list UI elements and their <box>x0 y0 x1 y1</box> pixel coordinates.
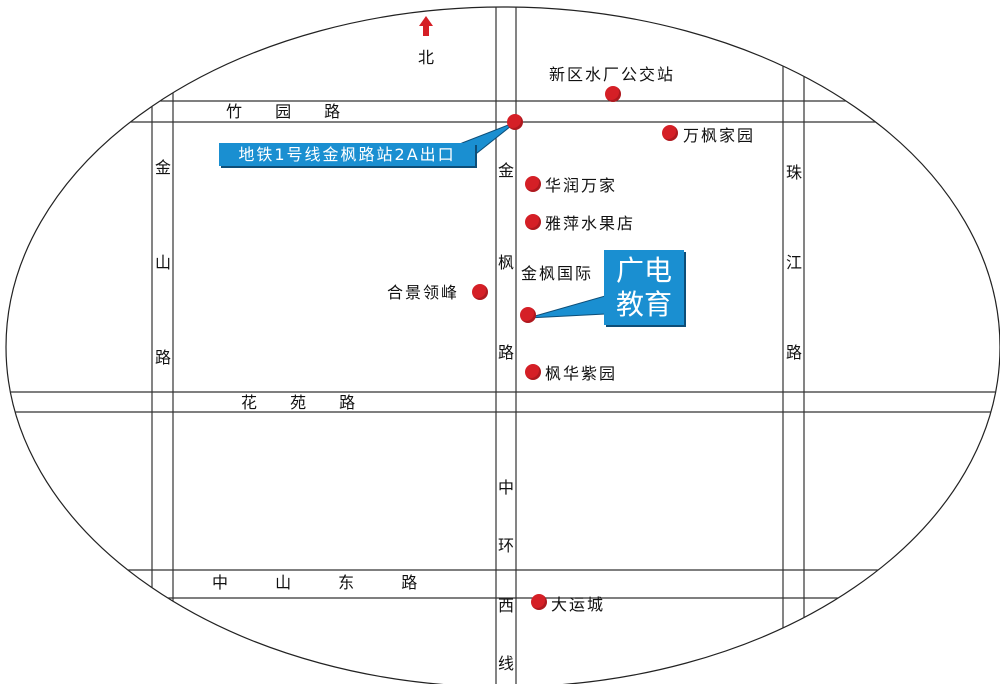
road-huayuan-lines <box>6 391 1000 413</box>
road-label-jinshan-3: 路 <box>155 348 172 367</box>
school-name-line2: 教育 <box>615 288 672 321</box>
road-label-zhongshan-east: 中 山 东 路 <box>212 573 418 592</box>
school-name-line1: 广电 <box>615 254 672 287</box>
road-label-zhujiang-2: 江 <box>786 253 803 272</box>
poi-label-fenghua: 枫华紫园 <box>545 364 618 383</box>
poi-label-wanfeng: 万枫家园 <box>683 126 756 145</box>
poi-label-huarun: 华润万家 <box>545 176 618 195</box>
road-label-jinfeng-3: 路 <box>498 343 515 362</box>
road-label-zhujiang-1: 珠 <box>786 163 803 182</box>
metro-exit-marker[interactable] <box>507 114 523 130</box>
north-label: 北 <box>418 48 435 67</box>
road-label-jinfeng-1: 金 <box>498 161 515 180</box>
poi-marker-dayun[interactable] <box>531 594 547 610</box>
road-label-zhujiang-3: 路 <box>786 343 803 362</box>
road-zhujiang-lines <box>782 7 805 684</box>
poi-label-dayun: 大运城 <box>551 595 606 614</box>
poi-marker-yaping[interactable] <box>525 214 541 230</box>
poi-marker-jinfeng-intl[interactable] <box>520 307 536 323</box>
road-label-zhonghuan-4: 线 <box>498 654 515 673</box>
road-zhuyuan-lines <box>6 100 1000 123</box>
road-label-jinfeng-2: 枫 <box>498 253 515 272</box>
school-callout: 广电 教育 <box>604 250 684 325</box>
metro-exit-callout: 地铁1号线金枫路站2A出口 <box>219 143 475 166</box>
road-label-jinshan-1: 金 <box>155 158 172 177</box>
poi-label-hejing: 合景领峰 <box>387 283 460 302</box>
road-label-zhonghuan-2: 环 <box>498 536 515 555</box>
road-label-zhonghuan-3: 西 <box>498 596 515 615</box>
poi-label-yaping: 雅萍水果店 <box>545 214 636 233</box>
road-label-huayuan: 花 苑 路 <box>241 393 356 412</box>
road-label-zhuyuan: 竹 园 路 <box>226 102 341 121</box>
poi-marker-huarun[interactable] <box>525 176 541 192</box>
road-label-jinshan-2: 山 <box>155 253 172 272</box>
road-jinshan-lines <box>151 7 174 684</box>
north-arrow-icon <box>419 16 433 36</box>
poi-marker-fenghua[interactable] <box>525 364 541 380</box>
poi-marker-xinqu[interactable] <box>605 86 621 102</box>
map-boundary-oval <box>5 6 1000 684</box>
poi-label-jinfeng-intl: 金枫国际 <box>521 264 594 283</box>
road-label-zhonghuan-1: 中 <box>498 478 515 497</box>
poi-marker-wanfeng[interactable] <box>662 125 678 141</box>
poi-marker-hejing[interactable] <box>472 284 488 300</box>
poi-label-xinqu: 新区水厂公交站 <box>549 65 676 84</box>
